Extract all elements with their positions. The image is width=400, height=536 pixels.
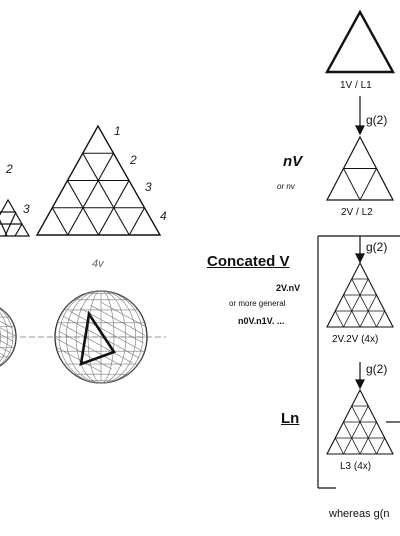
concated-formula: 2V.nV: [276, 283, 301, 293]
nv-heading: nV: [283, 153, 303, 170]
small-triangle-3v: [0, 198, 31, 237]
large-row-label-2: 2: [130, 153, 137, 167]
triangle-2v2v: [326, 261, 394, 328]
stage-caption-2v2v: 2V.2V (4x): [332, 334, 379, 345]
large-triangle-4v: [35, 124, 162, 236]
nv-subtext: or nv: [277, 182, 295, 191]
large-row-label-1: 1: [114, 124, 121, 138]
stage-caption-2v: 2V / L2: [341, 207, 373, 218]
triangle-l3: [326, 388, 394, 455]
arrow-label-3: g(2): [366, 362, 388, 376]
triangle-1v: [324, 9, 396, 74]
concated-heading: Concated V: [207, 253, 290, 270]
triangle-2v: [326, 135, 394, 201]
ln-heading: Ln: [281, 410, 300, 427]
small-row-label-2: 2: [6, 162, 13, 176]
large-row-label-4: 4: [160, 209, 167, 223]
large-row-label-3: 3: [145, 180, 152, 194]
arrow-label-1: g(2): [366, 113, 388, 127]
footer-text: whereas g(n: [329, 508, 390, 520]
stage-caption-l3: L3 (4x): [340, 461, 372, 472]
concated-more: or more general: [229, 299, 286, 308]
flow-connectors: [317, 96, 400, 489]
concated-general: n0V.n1V. ...: [238, 316, 285, 326]
geodesic-sphere-right: [54, 290, 148, 384]
highlighted-face: [79, 310, 116, 366]
large-triangle-caption: 4v: [92, 258, 104, 270]
arrow-label-2: g(2): [366, 240, 388, 254]
stage-caption-1v: 1V / L1: [340, 80, 372, 91]
small-row-label-3: 3: [23, 202, 30, 216]
geodesic-sphere-left: [0, 307, 17, 367]
